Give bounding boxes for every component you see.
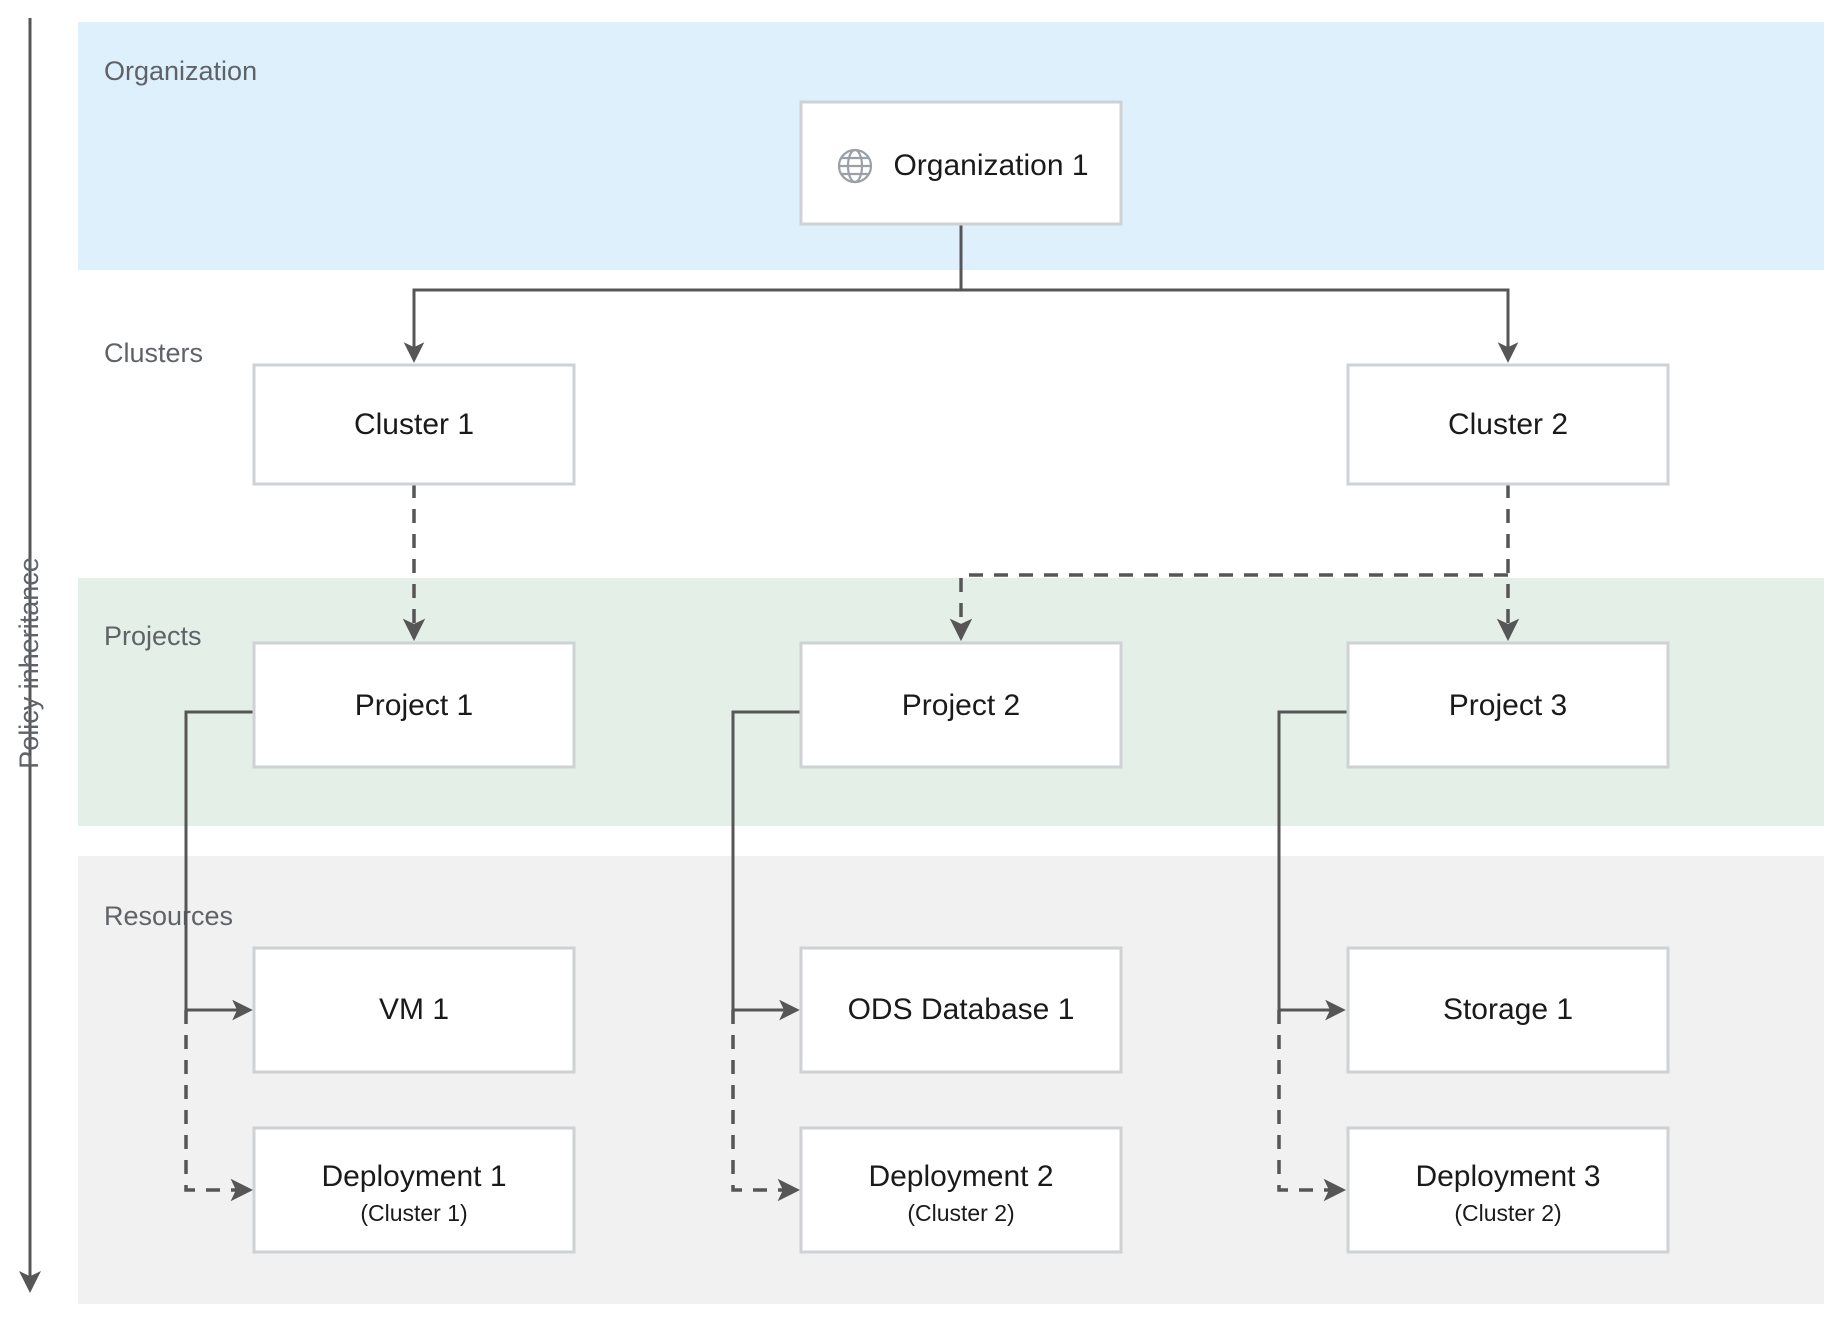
node-deployment-1[interactable]: Deployment 1 (Cluster 1) bbox=[252, 1126, 576, 1254]
edge-cluster2-to-project2 bbox=[949, 573, 1508, 642]
node-deployment-2[interactable]: Deployment 2 (Cluster 2) bbox=[799, 1126, 1123, 1254]
edges-project1-to-resources bbox=[184, 710, 257, 1202]
node-deployment-2-label: Deployment 2 bbox=[868, 1160, 1053, 1193]
node-deployment-2-box[interactable] bbox=[799, 1126, 1123, 1254]
node-project-2[interactable]: Project 2 bbox=[799, 641, 1123, 769]
node-project-2-label: Project 2 bbox=[902, 689, 1020, 722]
globe-icon bbox=[837, 148, 873, 184]
band-labels: Organization Clusters Projects Resources bbox=[104, 56, 257, 931]
node-ods-database-1-box[interactable] bbox=[799, 946, 1123, 1074]
node-ods-database-1-label: ODS Database 1 bbox=[848, 993, 1075, 1026]
edge-project3-to-storage1 bbox=[1277, 710, 1348, 1021]
edge-project2-to-ods1 bbox=[731, 710, 802, 1021]
axis-label: Policy inheritance bbox=[14, 557, 44, 769]
node-storage-1-box[interactable] bbox=[1346, 946, 1670, 1074]
node-deployment-1-sublabel: (Cluster 1) bbox=[360, 1200, 467, 1226]
node-deployment-1-label: Deployment 1 bbox=[321, 1160, 506, 1193]
node-deployment-3[interactable]: Deployment 3 (Cluster 2) bbox=[1346, 1126, 1670, 1254]
edge-project1-to-vm1 bbox=[184, 710, 257, 1021]
edge-project2-to-deployment2 bbox=[731, 1010, 801, 1202]
node-deployment-3-box[interactable] bbox=[1346, 1126, 1670, 1254]
band-label-projects: Projects bbox=[104, 621, 202, 651]
node-vm-1[interactable]: VM 1 bbox=[252, 946, 576, 1074]
node-cluster-1-box[interactable] bbox=[252, 363, 576, 486]
node-project-1-box[interactable] bbox=[252, 641, 576, 769]
node-storage-1-label: Storage 1 bbox=[1443, 993, 1573, 1026]
node-project-1[interactable]: Project 1 bbox=[252, 641, 576, 769]
policy-inheritance-axis: Policy inheritance bbox=[14, 18, 44, 1293]
node-cluster-1[interactable]: Cluster 1 bbox=[252, 363, 576, 486]
node-project-3[interactable]: Project 3 bbox=[1346, 641, 1670, 769]
node-project-2-box[interactable] bbox=[799, 641, 1123, 769]
edges-project3-to-resources bbox=[1277, 710, 1348, 1202]
node-cluster-2[interactable]: Cluster 2 bbox=[1346, 363, 1670, 486]
node-deployment-1-box[interactable] bbox=[252, 1126, 576, 1254]
edge-org1-to-cluster2 bbox=[959, 224, 1519, 363]
edge-project1-to-deployment1 bbox=[184, 1010, 254, 1202]
node-project-3-label: Project 3 bbox=[1449, 689, 1567, 722]
node-vm-1-label: VM 1 bbox=[379, 993, 449, 1026]
node-ods-database-1[interactable]: ODS Database 1 bbox=[799, 946, 1123, 1074]
band-label-clusters: Clusters bbox=[104, 338, 203, 368]
node-project-3-box[interactable] bbox=[1346, 641, 1670, 769]
edges-project2-to-resources bbox=[731, 710, 802, 1202]
edges-org-to-clusters bbox=[403, 224, 1519, 363]
node-project-1-label: Project 1 bbox=[355, 689, 473, 722]
band-label-organization: Organization bbox=[104, 56, 257, 86]
node-cluster-1-label: Cluster 1 bbox=[354, 408, 474, 441]
node-deployment-3-sublabel: (Cluster 2) bbox=[1454, 1200, 1561, 1226]
node-vm-1-box[interactable] bbox=[252, 946, 576, 1074]
node-deployment-2-sublabel: (Cluster 2) bbox=[907, 1200, 1014, 1226]
node-organization-1[interactable]: Organization 1 bbox=[799, 100, 1123, 226]
edges-clusters-to-projects bbox=[402, 484, 1520, 642]
node-deployment-3-label: Deployment 3 bbox=[1415, 1160, 1600, 1193]
node-organization-1-label: Organization 1 bbox=[893, 149, 1088, 182]
node-cluster-2-label: Cluster 2 bbox=[1448, 408, 1568, 441]
edge-project3-to-deployment3 bbox=[1277, 1010, 1347, 1202]
node-storage-1[interactable]: Storage 1 bbox=[1346, 946, 1670, 1074]
node-cluster-2-box[interactable] bbox=[1346, 363, 1670, 486]
node-organization-1-box[interactable] bbox=[799, 100, 1123, 226]
band-label-resources: Resources bbox=[104, 901, 233, 931]
